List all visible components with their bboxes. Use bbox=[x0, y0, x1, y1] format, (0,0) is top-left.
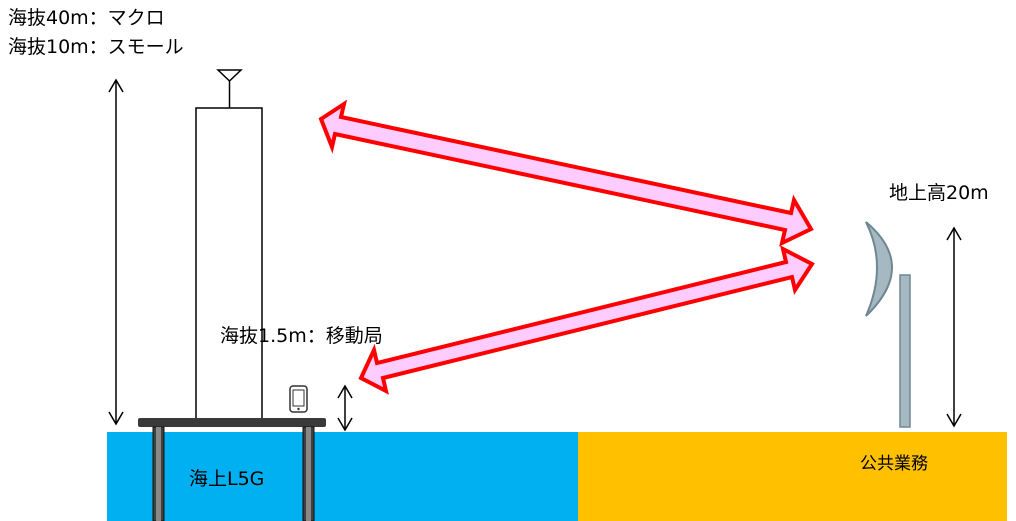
sea-area bbox=[107, 432, 579, 521]
public-area-label: 公共業務 bbox=[860, 454, 928, 474]
height-arrow-tower bbox=[108, 78, 124, 426]
interference-arrow-lower bbox=[358, 245, 815, 395]
smartphone-icon bbox=[289, 385, 308, 413]
small-elevation-label: 海抜10m：スモール bbox=[8, 36, 184, 58]
height-arrow-mobile bbox=[337, 384, 353, 432]
ground-height-label: 地上高20m bbox=[889, 182, 989, 204]
antenna-icon bbox=[216, 69, 243, 108]
public-service-area bbox=[578, 432, 1007, 521]
base-station-tower bbox=[195, 107, 263, 421]
interference-arrow-upper bbox=[318, 99, 814, 247]
macro-elevation-label: 海抜40m：マクロ bbox=[8, 7, 165, 29]
dish-pole bbox=[899, 274, 911, 428]
offshore-platform bbox=[138, 418, 326, 521]
parabolic-dish-icon bbox=[865, 221, 893, 317]
height-arrow-dish bbox=[946, 226, 962, 428]
sea-area-label: 海上L5G bbox=[189, 468, 265, 490]
mobile-elevation-label: 海抜1.5m：移動局 bbox=[220, 325, 383, 347]
